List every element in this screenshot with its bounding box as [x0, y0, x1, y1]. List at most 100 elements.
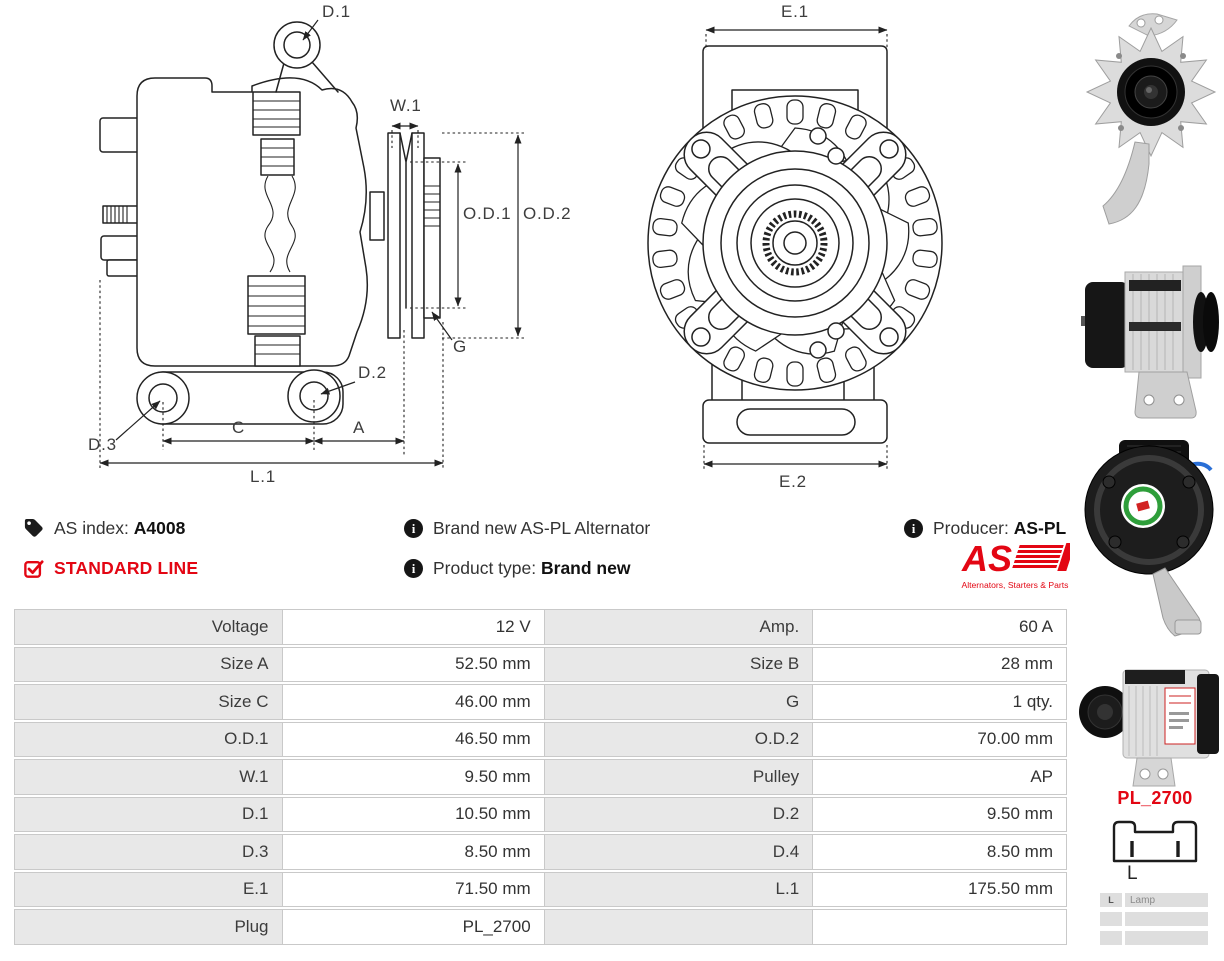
legend-row	[1100, 912, 1208, 926]
product-type-text: Product type: Brand new	[433, 558, 631, 578]
spec-value-cell: PL_2700	[282, 909, 545, 945]
legend-desc: Lamp	[1125, 893, 1208, 907]
spec-row: O.D.1 46.50 mm O.D.2 70.00 mm	[14, 721, 1067, 757]
technical-drawings: D.1 W.1 O.D.1 O.D.2 G D.2 D.3	[88, 2, 943, 491]
spec-row: E.1 71.50 mm L.1 175.50 mm	[14, 871, 1067, 907]
spec-label-cell: O.D.1	[14, 721, 283, 757]
dim-label-a: A	[353, 418, 365, 437]
spec-value-cell: AP	[813, 759, 1067, 795]
spec-table: Voltage 12 V Amp. 60 A Size A 52.50 mm S…	[14, 607, 1067, 947]
product-photo-gallery	[1078, 4, 1224, 790]
info-icon: i	[904, 519, 923, 538]
product-photo-rear[interactable]	[1079, 422, 1223, 640]
dim-label-g: G	[453, 337, 467, 356]
dim-label-d2: D.2	[358, 363, 387, 382]
spec-value-cell: 60 A	[813, 609, 1067, 645]
spec-row: Voltage 12 V Amp. 60 A	[14, 609, 1067, 645]
spec-value-cell: 46.50 mm	[282, 721, 545, 757]
plug-pin-label: L	[1127, 863, 1138, 884]
spec-row: W.1 9.50 mm Pulley AP	[14, 759, 1067, 795]
spec-value-cell: 8.50 mm	[813, 834, 1067, 870]
spec-label-cell: O.D.2	[544, 721, 814, 757]
spec-row: Size A 52.50 mm Size B 28 mm	[14, 646, 1067, 682]
side-view-drawing: D.1 W.1 O.D.1 O.D.2 G D.2 D.3	[88, 2, 571, 486]
spec-label-cell: D.1	[14, 796, 283, 832]
as-pl-logo: AS Alternators, Starters & Parts	[961, 538, 1070, 590]
plug-connector-diagram	[1112, 820, 1198, 863]
legend-desc	[1125, 912, 1208, 926]
spec-value-cell: 28 mm	[813, 646, 1067, 682]
product-type-info: i Product type: Brand new	[404, 558, 630, 579]
spec-label-cell: Size A	[14, 646, 283, 682]
as-index-text: AS index: A4008	[54, 518, 186, 538]
legend-desc	[1125, 931, 1208, 945]
standard-line-badge: STANDARD LINE	[24, 558, 198, 579]
dim-label-w1: W.1	[390, 96, 422, 115]
spec-label-cell: Amp.	[544, 609, 814, 645]
spec-value-cell	[813, 909, 1067, 945]
as-index-value: A4008	[133, 518, 186, 538]
spec-row: Plug PL_2700	[14, 909, 1067, 945]
spec-label-cell: D.2	[544, 796, 814, 832]
spec-label-cell: E.1	[14, 871, 283, 907]
front-view-drawing: E.1 E.2	[647, 2, 943, 491]
dim-label-od1: O.D.1	[463, 204, 511, 223]
plug-legend: L Lamp	[1100, 893, 1208, 945]
plug-code: PL_2700	[1117, 788, 1193, 808]
spec-row: Size C 46.00 mm G 1 qty.	[14, 684, 1067, 720]
spec-row: D.3 8.50 mm D.4 8.50 mm	[14, 834, 1067, 870]
info-icon: i	[404, 559, 423, 578]
spec-row: D.1 10.50 mm D.2 9.50 mm	[14, 796, 1067, 832]
spec-value-cell: 70.00 mm	[813, 721, 1067, 757]
legend-row: L Lamp	[1100, 893, 1208, 907]
spec-value-cell: 52.50 mm	[282, 646, 545, 682]
spec-label-cell: L.1	[544, 871, 814, 907]
spec-value-cell: 8.50 mm	[282, 834, 545, 870]
standard-line-label: STANDARD LINE	[54, 558, 199, 578]
spec-value-cell: 10.50 mm	[282, 796, 545, 832]
dim-label-d1: D.1	[322, 2, 351, 21]
dim-label-d3: D.3	[88, 435, 117, 454]
brand-new-text: Brand new AS-PL Alternator	[433, 518, 651, 538]
spec-label-cell: Voltage	[14, 609, 283, 645]
dim-label-c: C	[232, 418, 245, 437]
spec-value-cell: 12 V	[282, 609, 545, 645]
product-photo-pulley-side[interactable]	[1079, 640, 1223, 790]
dim-label-l1: L.1	[250, 467, 276, 486]
spec-label-cell: G	[544, 684, 814, 720]
dim-label-e1: E.1	[781, 2, 809, 21]
spec-value-cell: 9.50 mm	[813, 796, 1067, 832]
dim-label-e2: E.2	[779, 472, 807, 491]
product-photo-front[interactable]	[1079, 4, 1223, 230]
legend-row	[1100, 931, 1208, 945]
as-index: AS index: A4008	[24, 518, 185, 539]
spec-label-cell: D.3	[14, 834, 283, 870]
spec-value-cell: 9.50 mm	[282, 759, 545, 795]
legend-pin	[1100, 912, 1122, 926]
tag-icon	[24, 518, 43, 537]
producer-text: Producer: AS-PL	[933, 518, 1067, 538]
producer-value: AS-PL	[1013, 518, 1067, 538]
spec-value-cell: 1 qty.	[813, 684, 1067, 720]
spec-label-cell: Plug	[14, 909, 283, 945]
product-photo-side[interactable]	[1079, 230, 1223, 422]
spec-label-cell: Size B	[544, 646, 814, 682]
checkbox-check-icon	[24, 559, 44, 578]
legend-pin	[1100, 931, 1122, 945]
spec-value-cell: 175.50 mm	[813, 871, 1067, 907]
spec-label-cell: Size C	[14, 684, 283, 720]
logo-tagline: Alternators, Starters & Parts	[962, 580, 1069, 590]
logo-as-text: AS	[961, 538, 1012, 579]
dim-label-od2: O.D.2	[523, 204, 571, 223]
info-icon: i	[404, 519, 423, 538]
spec-label-cell: D.4	[544, 834, 814, 870]
spec-label-cell	[544, 909, 814, 945]
spec-label-cell: W.1	[14, 759, 283, 795]
legend-pin: L	[1100, 893, 1122, 907]
spec-value-cell: 71.50 mm	[282, 871, 545, 907]
brand-new-info: i Brand new AS-PL Alternator	[404, 518, 650, 539]
producer-info: i Producer: AS-PL	[904, 518, 1066, 539]
spec-label-cell: Pulley	[544, 759, 814, 795]
plug-section: PL_2700 L L Lamp	[1095, 788, 1215, 950]
